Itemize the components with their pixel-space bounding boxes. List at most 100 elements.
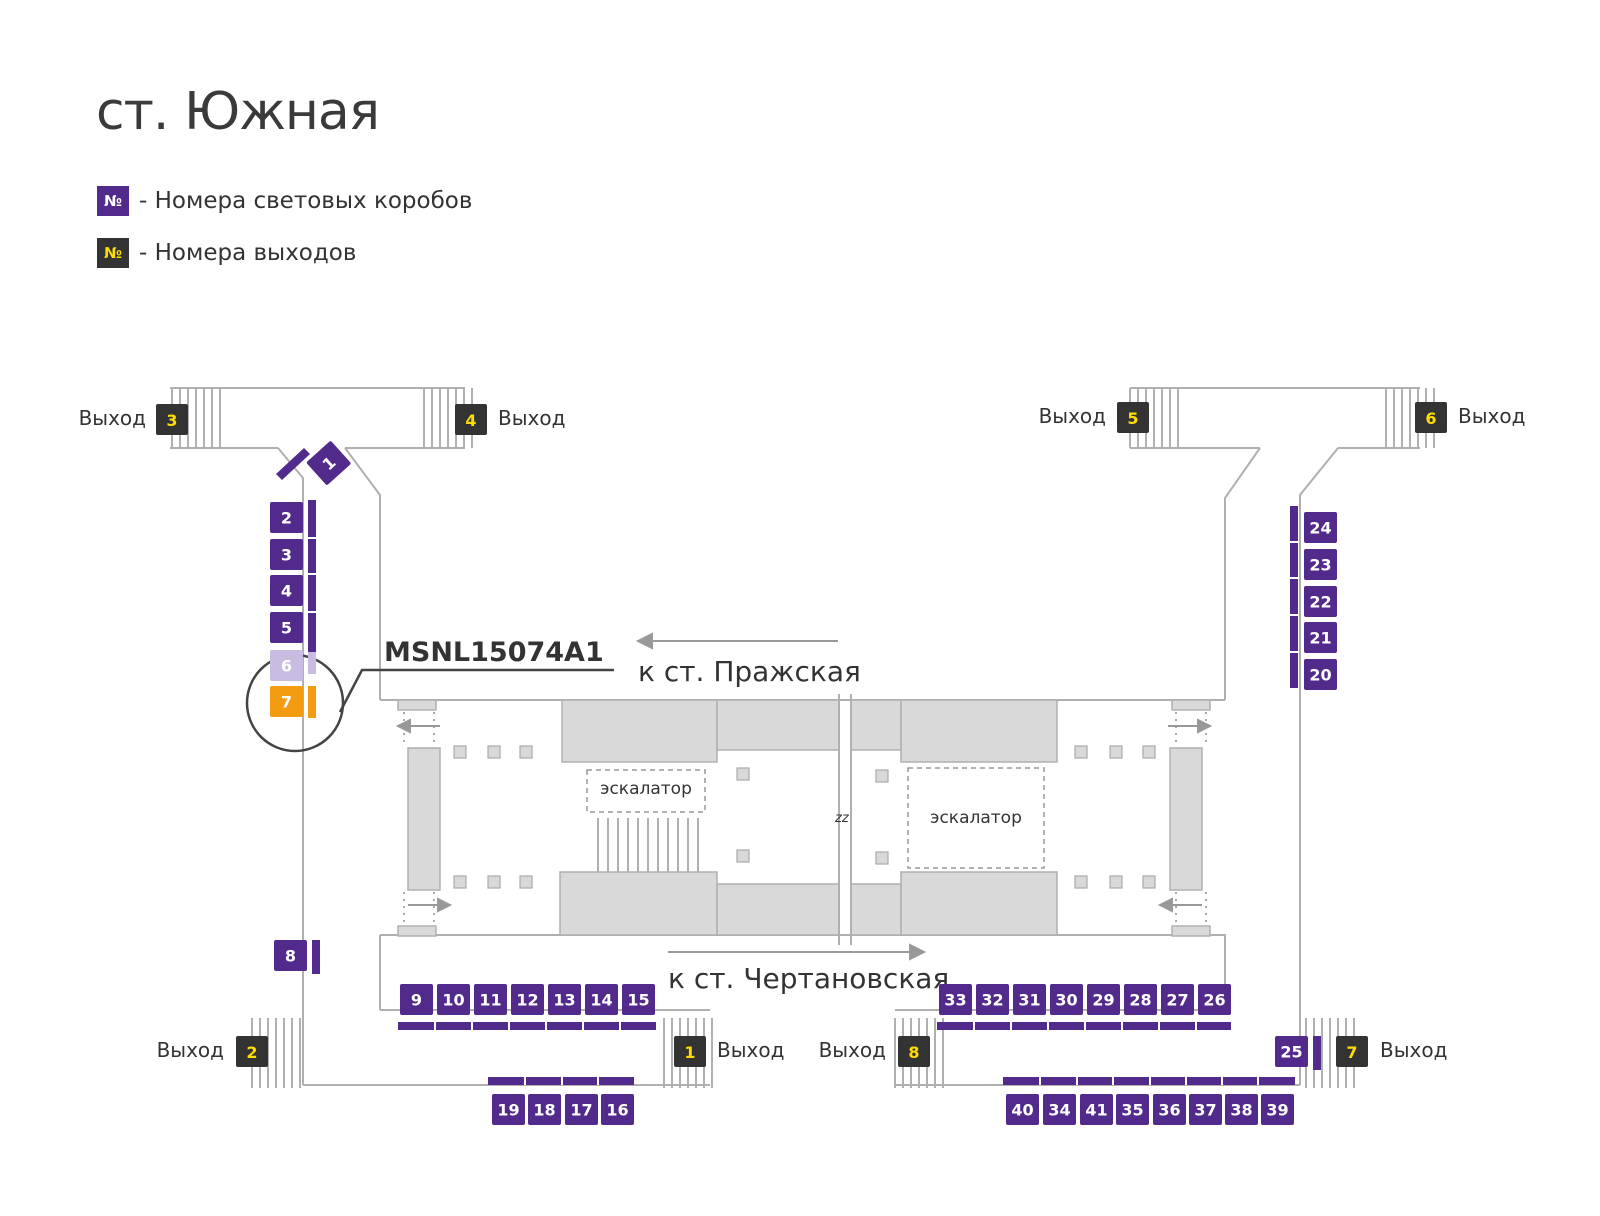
lightbox-number: 26 <box>1203 991 1225 1010</box>
callout-line <box>338 668 614 713</box>
lightbox-36[interactable]: 36 <box>1153 1094 1186 1125</box>
selected-code: MSNL15074A1 <box>384 637 604 668</box>
lightbox-box <box>306 441 351 485</box>
lightbox-number: 6 <box>281 657 292 676</box>
exit-label: Выход <box>1039 404 1106 428</box>
lightbox-17[interactable]: 17 <box>565 1094 598 1125</box>
exit-number: 7 <box>1346 1043 1357 1062</box>
legend-lightbox-swatch: № <box>97 186 129 216</box>
lightbox-number: 14 <box>590 991 612 1010</box>
lightbox-5[interactable]: 5 <box>270 612 303 643</box>
lightbox-box <box>1304 659 1337 690</box>
lightbox-3[interactable]: 3 <box>270 539 303 570</box>
lightbox-box <box>274 940 307 971</box>
lightbox-8[interactable]: 8 <box>274 940 307 971</box>
lightbox-number: 38 <box>1230 1101 1252 1120</box>
lightbox-10[interactable]: 10 <box>437 984 470 1015</box>
lightbox-23[interactable]: 23 <box>1304 549 1337 580</box>
lightbox-box <box>1189 1094 1222 1125</box>
lightbox-27[interactable]: 27 <box>1161 984 1194 1015</box>
lightbox-31[interactable]: 31 <box>1013 984 1046 1015</box>
lightbox-24[interactable]: 24 <box>1304 512 1337 543</box>
lightbox-35[interactable]: 35 <box>1116 1094 1149 1125</box>
lightbox-41[interactable]: 41 <box>1080 1094 1113 1125</box>
dotted-edges <box>403 712 1207 924</box>
lightbox-box <box>565 1094 598 1125</box>
lightbox-box <box>1043 1094 1076 1125</box>
lightbox-28[interactable]: 28 <box>1124 984 1157 1015</box>
lightbox-2[interactable]: 2 <box>270 502 303 533</box>
lightbox-14[interactable]: 14 <box>585 984 618 1015</box>
lightbox-box <box>270 686 303 717</box>
lightbox-22[interactable]: 22 <box>1304 586 1337 617</box>
lightbox-30[interactable]: 30 <box>1050 984 1083 1015</box>
lightbox-box <box>1304 622 1337 653</box>
lightbox-32[interactable]: 32 <box>976 984 1009 1015</box>
lightbox-33[interactable]: 33 <box>939 984 972 1015</box>
direction-arrows <box>395 632 1213 961</box>
lightbox-38[interactable]: 38 <box>1225 1094 1258 1125</box>
lightbox-number: 21 <box>1309 629 1331 648</box>
lightbox-number: 18 <box>533 1101 555 1120</box>
exit-box <box>455 404 487 435</box>
lightbox-25[interactable]: 25 <box>1275 1036 1308 1067</box>
lightbox-box <box>400 984 433 1015</box>
lightbox-box <box>601 1094 634 1125</box>
lightbox-13[interactable]: 13 <box>548 984 581 1015</box>
lightbox-29[interactable]: 29 <box>1087 984 1120 1015</box>
lightbox-18[interactable]: 18 <box>528 1094 561 1125</box>
lightbox-7[interactable]: 7 <box>270 686 303 717</box>
lightbox-box <box>1153 1094 1186 1125</box>
exit-label: Выход <box>819 1038 886 1062</box>
lightbox-15[interactable]: 15 <box>622 984 655 1015</box>
lightbox-number: 41 <box>1085 1101 1107 1120</box>
lightbox-number: 3 <box>281 546 292 565</box>
lightbox-12[interactable]: 12 <box>511 984 544 1015</box>
lightbox-number: 24 <box>1309 519 1331 538</box>
exit-label: Выход <box>717 1038 784 1062</box>
lightbox-number: 29 <box>1092 991 1114 1010</box>
lightbox-19[interactable]: 19 <box>492 1094 525 1125</box>
lightbox-number: 4 <box>281 582 292 601</box>
lightbox-box <box>1050 984 1083 1015</box>
escalator-left-label: эскалатор <box>600 779 692 799</box>
lightbox-21[interactable]: 21 <box>1304 622 1337 653</box>
lightbox-26[interactable]: 26 <box>1198 984 1231 1015</box>
lightbox-16[interactable]: 16 <box>601 1094 634 1125</box>
lightbox-box <box>270 575 303 606</box>
lightbox-number: 27 <box>1166 991 1188 1010</box>
lightbox-number: 33 <box>944 991 966 1010</box>
lightbox-box <box>1124 984 1157 1015</box>
lightbox-39[interactable]: 39 <box>1261 1094 1294 1125</box>
lightbox-box <box>270 650 303 681</box>
lightbox-40[interactable]: 40 <box>1006 1094 1039 1125</box>
exit-label: Выход <box>498 406 565 430</box>
lightbox-6[interactable]: 6 <box>270 650 303 681</box>
exit-box <box>1117 402 1149 433</box>
lightbox-box <box>585 984 618 1015</box>
lightbox-number: 34 <box>1048 1101 1070 1120</box>
lightbox-34[interactable]: 34 <box>1043 1094 1076 1125</box>
lightbox-number: 36 <box>1158 1101 1180 1120</box>
lightbox-9[interactable]: 9 <box>400 984 433 1015</box>
lightbox-number: 19 <box>497 1101 519 1120</box>
lightbox-box <box>1013 984 1046 1015</box>
exit-number: 3 <box>166 411 177 430</box>
lightbox-37[interactable]: 37 <box>1189 1094 1222 1125</box>
lightbox-4[interactable]: 4 <box>270 575 303 606</box>
lightbox-box <box>1261 1094 1294 1125</box>
lightbox-1[interactable]: 1 <box>306 440 351 485</box>
lightbox-box <box>1080 1094 1113 1125</box>
lightbox-11[interactable]: 11 <box>474 984 507 1015</box>
lightbox-20[interactable]: 20 <box>1304 659 1337 690</box>
